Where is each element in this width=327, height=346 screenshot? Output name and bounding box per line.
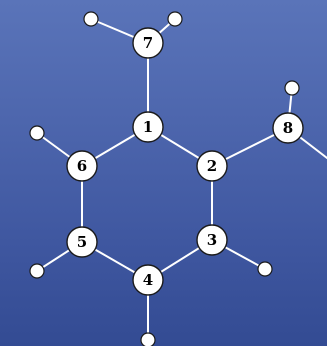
- atom-label-2: 2: [207, 157, 217, 175]
- hydrogen-atom: [29, 125, 45, 141]
- hydrogen-atom: [83, 11, 99, 27]
- atom-1: 1: [132, 111, 164, 143]
- atom-3: 3: [196, 224, 228, 256]
- hydrogen-atoms: [29, 11, 300, 346]
- heavy-atoms: 1 2 3 4 5 6 7: [66, 27, 304, 296]
- atom-label-8: 8: [283, 119, 293, 137]
- atom-4: 4: [132, 264, 164, 296]
- atom-label-5: 5: [77, 233, 87, 251]
- atom-6: 6: [66, 150, 98, 182]
- atom-label-4: 4: [143, 271, 153, 289]
- atom-label-7: 7: [143, 34, 153, 52]
- hydrogen-atom: [284, 80, 300, 96]
- atom-label-3: 3: [207, 231, 217, 249]
- atom-7: 7: [132, 27, 164, 59]
- atom-5: 5: [66, 226, 98, 258]
- atom-8: 8: [272, 112, 304, 144]
- atom-label-6: 6: [77, 157, 87, 175]
- hydrogen-atom: [29, 263, 45, 279]
- atom-2: 2: [196, 150, 228, 182]
- hydrogen-atom: [167, 11, 183, 27]
- hydrogen-atom: [257, 261, 273, 277]
- atom-label-1: 1: [143, 118, 153, 136]
- hydrogen-atom: [140, 332, 156, 346]
